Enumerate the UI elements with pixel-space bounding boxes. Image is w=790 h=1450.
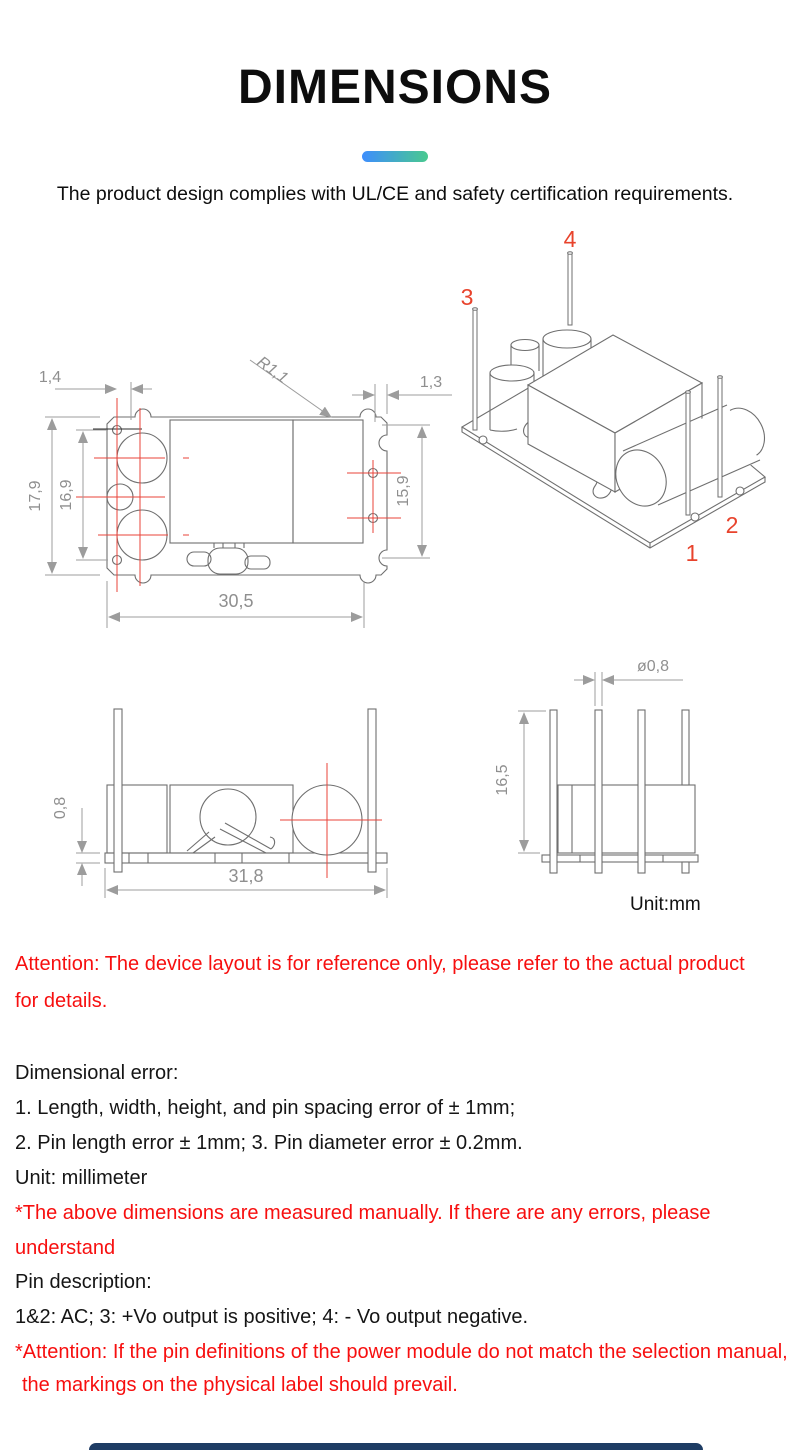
dim-label-corner-radius: R1,1 xyxy=(254,353,291,387)
measured-note-line2: understand xyxy=(15,1237,116,1259)
dim-label-board-thickness: 0,8 xyxy=(52,797,69,819)
pin-3-label: 3 xyxy=(461,284,474,310)
pin-attention-line1: *Attention: If the pin definitions of th… xyxy=(15,1341,788,1363)
pin-3 xyxy=(472,308,478,431)
pin-side-left xyxy=(113,708,123,873)
dimension-lines xyxy=(45,359,452,628)
pin-description-title: Pin description: xyxy=(15,1271,152,1293)
side-view-parts xyxy=(104,708,388,873)
pin-4 xyxy=(567,252,573,326)
small-cylinder xyxy=(510,338,540,352)
measured-note-line1: *The above dimensions are measured manua… xyxy=(15,1202,711,1224)
dim-label-edge-offset: 1,3 xyxy=(420,374,442,391)
pin-attention-line2: the markings on the physical label shoul… xyxy=(22,1374,458,1396)
dim-label-pad-span: 16,9 xyxy=(58,479,75,510)
iso-components xyxy=(489,329,766,507)
tall-capacitor xyxy=(542,329,592,349)
board-edge xyxy=(104,852,388,864)
red-crosshair xyxy=(280,763,382,878)
pin-side-right xyxy=(367,708,377,873)
end-view-drawing: ø0,8 16,5 xyxy=(494,658,699,874)
pin-4-label: 4 xyxy=(564,226,577,252)
pin-2 xyxy=(717,376,723,498)
pin-description-body: 1&2: AC; 3: +Vo output is positive; 4: -… xyxy=(15,1306,529,1328)
dim-label-right-pad-span: 15,9 xyxy=(395,475,412,506)
dimensional-error-item1: 1. Length, width, height, and pin spacin… xyxy=(15,1097,516,1119)
top-view-board-outline xyxy=(106,408,388,584)
dim-label-board-height: 17,9 xyxy=(27,480,44,511)
page-title: DIMENSIONS xyxy=(237,61,553,114)
top-view-drawing: 17,9 16,9 15,9 1,4 R1,1 1,3 30,5 xyxy=(27,353,452,628)
dim-label-board-width: 30,5 xyxy=(218,591,253,611)
dim-label-overall-length: 31,8 xyxy=(228,866,263,886)
dimensional-error-title: Dimensional error: xyxy=(15,1062,179,1084)
unit-note: Unit: millimeter xyxy=(15,1167,148,1189)
iso-pins xyxy=(472,251,723,516)
end-pin-1 xyxy=(549,709,558,874)
dim-label-pin-diameter: ø0,8 xyxy=(637,658,669,675)
side-dimension-lines xyxy=(76,808,388,898)
horizontal-capacitor xyxy=(615,404,766,507)
end-pin-2 xyxy=(594,709,603,874)
accent-divider-pill xyxy=(362,151,428,162)
attention-note-line2: for details. xyxy=(15,990,108,1012)
pin-2-label: 2 xyxy=(726,512,739,538)
attention-note-line1: Attention: The device layout is for refe… xyxy=(15,953,745,975)
pin-1-label: 1 xyxy=(686,540,699,566)
side-view-drawing: 0,8 31,8 xyxy=(52,708,388,898)
unit-label: Unit:mm xyxy=(630,894,701,915)
end-pin-4 xyxy=(681,709,690,786)
board-edge-end xyxy=(541,854,699,863)
dim-label-pin-height: 16,5 xyxy=(494,764,511,795)
next-section-header-edge xyxy=(89,1443,703,1450)
module-body xyxy=(557,784,696,854)
certification-note: The product design complies with UL/CE a… xyxy=(56,183,734,205)
red-centerlines xyxy=(76,398,401,592)
isometric-view-drawing: 3 4 1 2 xyxy=(461,226,766,566)
end-pin-3 xyxy=(637,709,646,874)
transformer-outline xyxy=(169,419,294,544)
pin-1 xyxy=(685,391,691,516)
front-capacitor xyxy=(489,364,535,382)
end-view-parts xyxy=(541,709,699,874)
dim-label-pin-offset: 1,4 xyxy=(39,369,61,386)
end-dimension-lines xyxy=(518,672,683,854)
dimensional-error-item2: 2. Pin length error ± 1mm; 3. Pin diamet… xyxy=(15,1132,523,1154)
